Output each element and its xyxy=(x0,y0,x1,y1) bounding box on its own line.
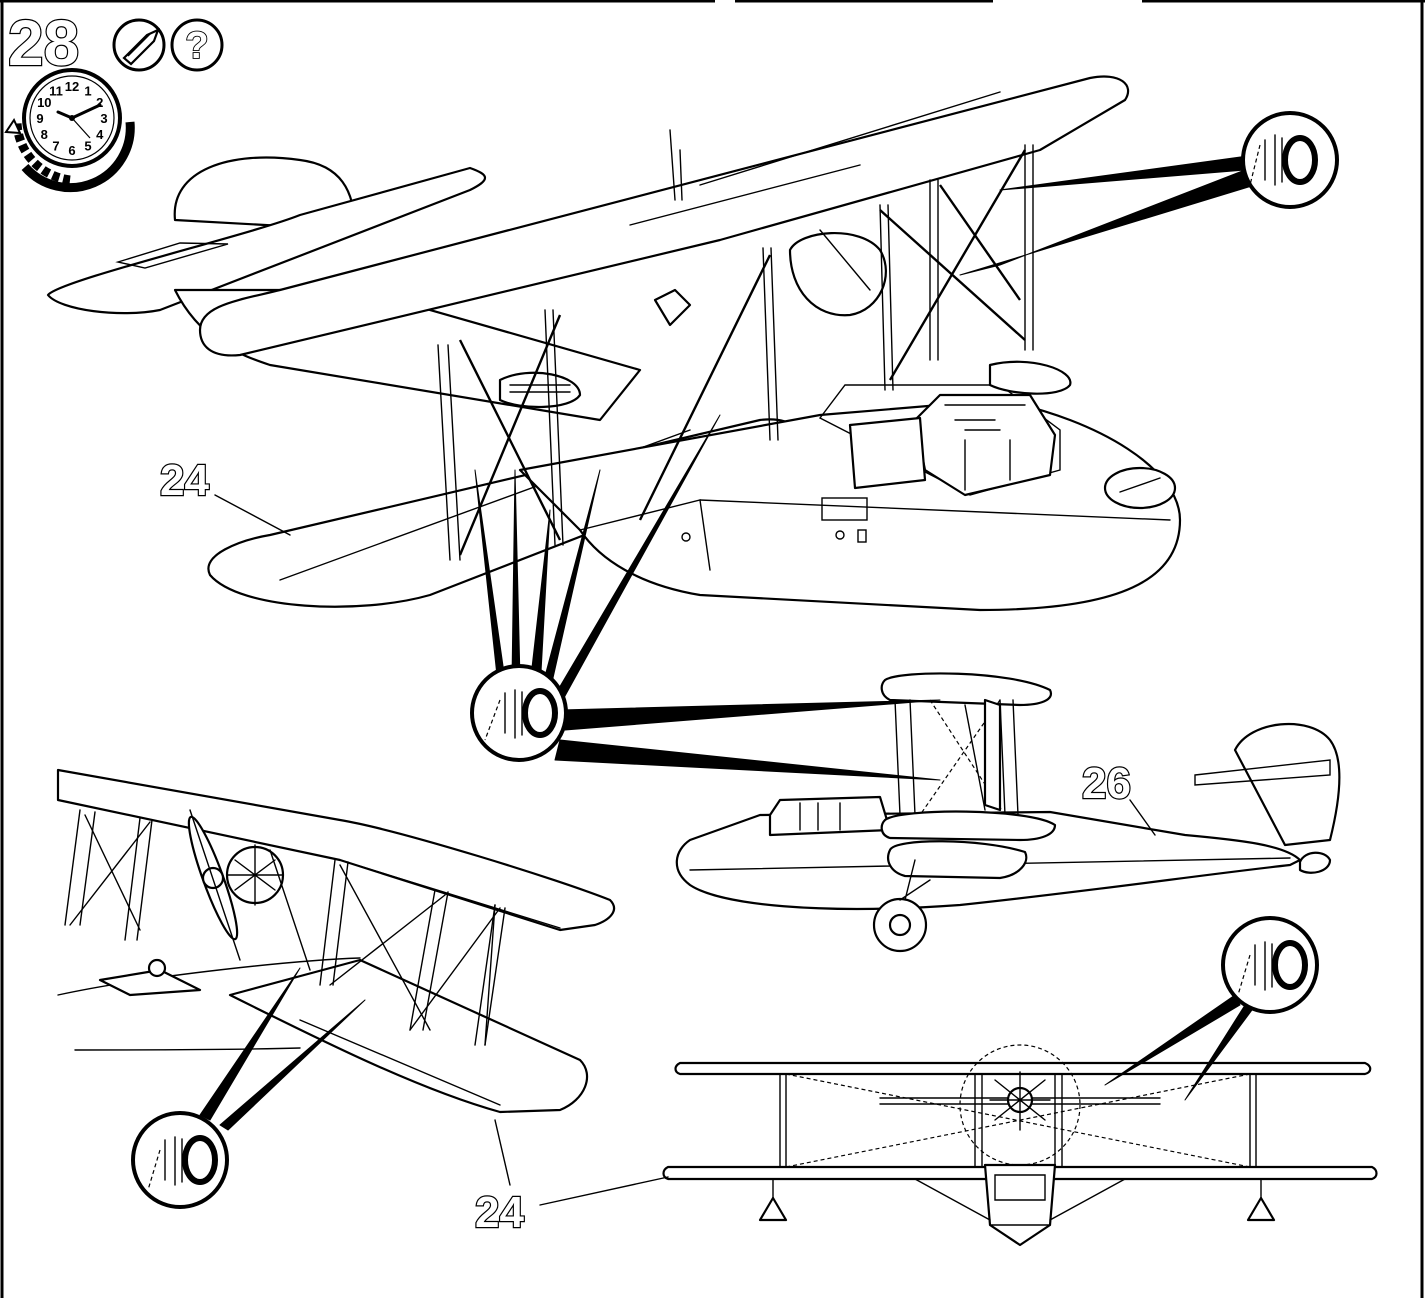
interplane-struts xyxy=(437,129,1034,561)
clock-numeral: 1 xyxy=(84,83,91,98)
clock-numeral: 9 xyxy=(36,111,43,126)
question-icon: ? xyxy=(170,18,224,72)
clock-numeral: 12 xyxy=(65,79,79,94)
clock-numeral: 5 xyxy=(84,139,91,154)
part-number-24-bottom: 24 xyxy=(475,1188,524,1237)
clock-numeral: 4 xyxy=(96,127,104,142)
part-number-24-top: 24 xyxy=(160,456,209,505)
clock-numeral: 6 xyxy=(68,143,75,158)
question-mark: ? xyxy=(185,25,208,67)
wire-detail-callout-center xyxy=(470,414,941,781)
part-callout-26: 26 xyxy=(1081,758,1156,836)
main-aircraft-top-view xyxy=(46,75,1182,612)
clock-numeral: 2 xyxy=(96,95,103,110)
clock-numeral: 3 xyxy=(100,111,107,126)
step-number: 28 xyxy=(8,7,79,79)
rigging-wires xyxy=(458,149,1027,556)
clock-numeral: 10 xyxy=(37,95,51,110)
clock-numeral: 7 xyxy=(52,139,59,154)
wire-detail-callout-bottom-right xyxy=(1104,916,1319,1101)
glue-tube-icon xyxy=(112,18,166,72)
clock-numeral: 11 xyxy=(49,83,63,98)
wire-detail-callout-bottom-left xyxy=(131,967,366,1209)
clock-numeral: 8 xyxy=(41,127,48,142)
side-view-aircraft xyxy=(675,672,1341,953)
part-number-26: 26 xyxy=(1082,759,1131,808)
wire-detail-callout-top-right xyxy=(959,111,1339,276)
bottom-left-aircraft xyxy=(56,768,616,1114)
part-callout-24-top: 24 xyxy=(159,455,291,536)
front-view-aircraft xyxy=(662,1044,1378,1247)
part-callout-24-bottom: 24 xyxy=(474,1119,669,1238)
